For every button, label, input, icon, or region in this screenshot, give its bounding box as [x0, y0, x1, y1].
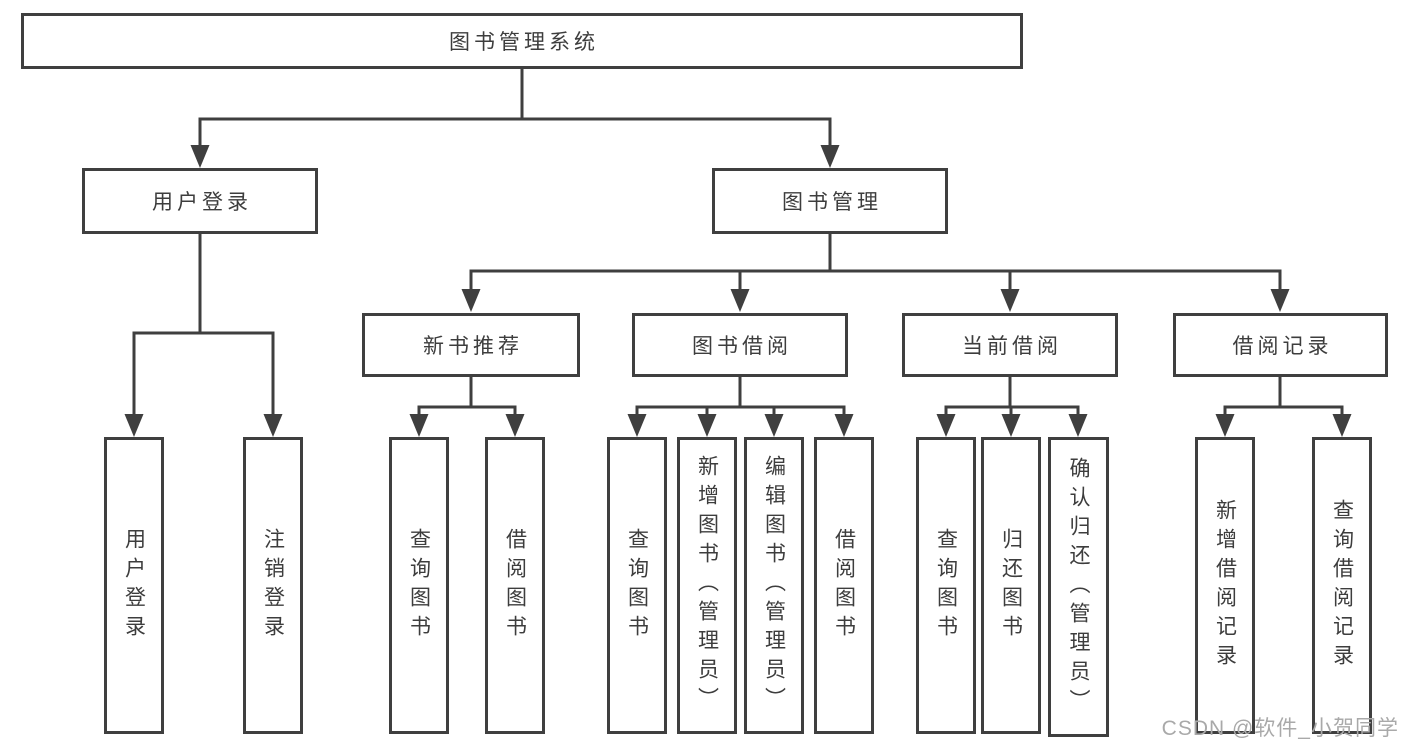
node-current-borrow: 当前借阅 — [902, 313, 1118, 377]
leaf-borrow-add-books-admin: 新增图书（管理员） — [677, 437, 737, 734]
leaf-borrow-add-books-admin-label: 新增图书（管理员） — [695, 455, 719, 716]
leaf-borrow-edit-books-admin-label: 编辑图书（管理员） — [762, 455, 786, 716]
connector-current-children — [944, 376, 1080, 418]
node-new-book-recommend-label: 新书推荐 — [423, 335, 523, 358]
node-book-management: 图书管理 — [712, 168, 948, 234]
csdn-watermark: CSDN @软件_小贺同学 — [1161, 717, 1399, 740]
leaf-user-login: 用户登录 — [104, 437, 164, 734]
leaf-user-login-label: 用户登录 — [122, 527, 146, 644]
connector-user-login-children — [132, 233, 275, 417]
connector-recommend-children — [417, 376, 517, 418]
connector-root-to-level1 — [198, 68, 832, 148]
node-new-book-recommend: 新书推荐 — [362, 313, 580, 377]
leaf-borrow-query-books-label: 查询图书 — [625, 527, 649, 644]
node-user-login-label: 用户登录 — [152, 191, 252, 214]
node-book-management-label: 图书管理 — [782, 191, 882, 214]
leaf-logout: 注销登录 — [243, 437, 303, 734]
leaf-current-query-books: 查询图书 — [916, 437, 976, 734]
leaf-borrow-borrow-books-label: 借阅图书 — [832, 527, 856, 644]
node-borrow-records-label: 借阅记录 — [1232, 335, 1333, 358]
leaf-recommend-query-books: 查询图书 — [389, 437, 449, 734]
leaf-current-return-books-label: 归还图书 — [999, 527, 1023, 644]
node-library-system-label: 图书管理系统 — [449, 31, 599, 54]
connector-borrow-children — [635, 375, 846, 418]
leaf-records-query-record: 查询借阅记录 — [1312, 437, 1372, 734]
node-borrow-records: 借阅记录 — [1173, 313, 1388, 377]
leaf-current-return-books: 归还图书 — [981, 437, 1041, 734]
leaf-records-add-record-label: 新增借阅记录 — [1213, 498, 1237, 673]
node-current-borrow-label: 当前借阅 — [962, 335, 1062, 358]
node-library-system: 图书管理系统 — [21, 13, 1023, 69]
connector-records-children — [1223, 376, 1344, 418]
leaf-current-confirm-return-admin: 确认归还（管理员） — [1048, 437, 1109, 737]
leaf-recommend-borrow-books: 借阅图书 — [485, 437, 545, 734]
leaf-borrow-borrow-books: 借阅图书 — [814, 437, 874, 734]
node-book-borrow-label: 图书借阅 — [692, 335, 792, 358]
leaf-current-query-books-label: 查询图书 — [934, 527, 958, 644]
connector-book-mgmt-children — [469, 233, 1282, 292]
leaf-borrow-query-books: 查询图书 — [607, 437, 667, 734]
leaf-borrow-edit-books-admin: 编辑图书（管理员） — [744, 437, 804, 734]
leaf-records-add-record: 新增借阅记录 — [1195, 437, 1255, 734]
leaf-records-query-record-label: 查询借阅记录 — [1330, 498, 1354, 673]
node-user-login: 用户登录 — [82, 168, 318, 234]
leaf-recommend-query-books-label: 查询图书 — [407, 527, 431, 644]
leaf-recommend-borrow-books-label: 借阅图书 — [503, 527, 527, 644]
node-book-borrow: 图书借阅 — [632, 313, 848, 377]
leaf-logout-label: 注销登录 — [261, 527, 285, 644]
leaf-current-confirm-return-admin-label: 确认归还（管理员） — [1067, 456, 1090, 718]
